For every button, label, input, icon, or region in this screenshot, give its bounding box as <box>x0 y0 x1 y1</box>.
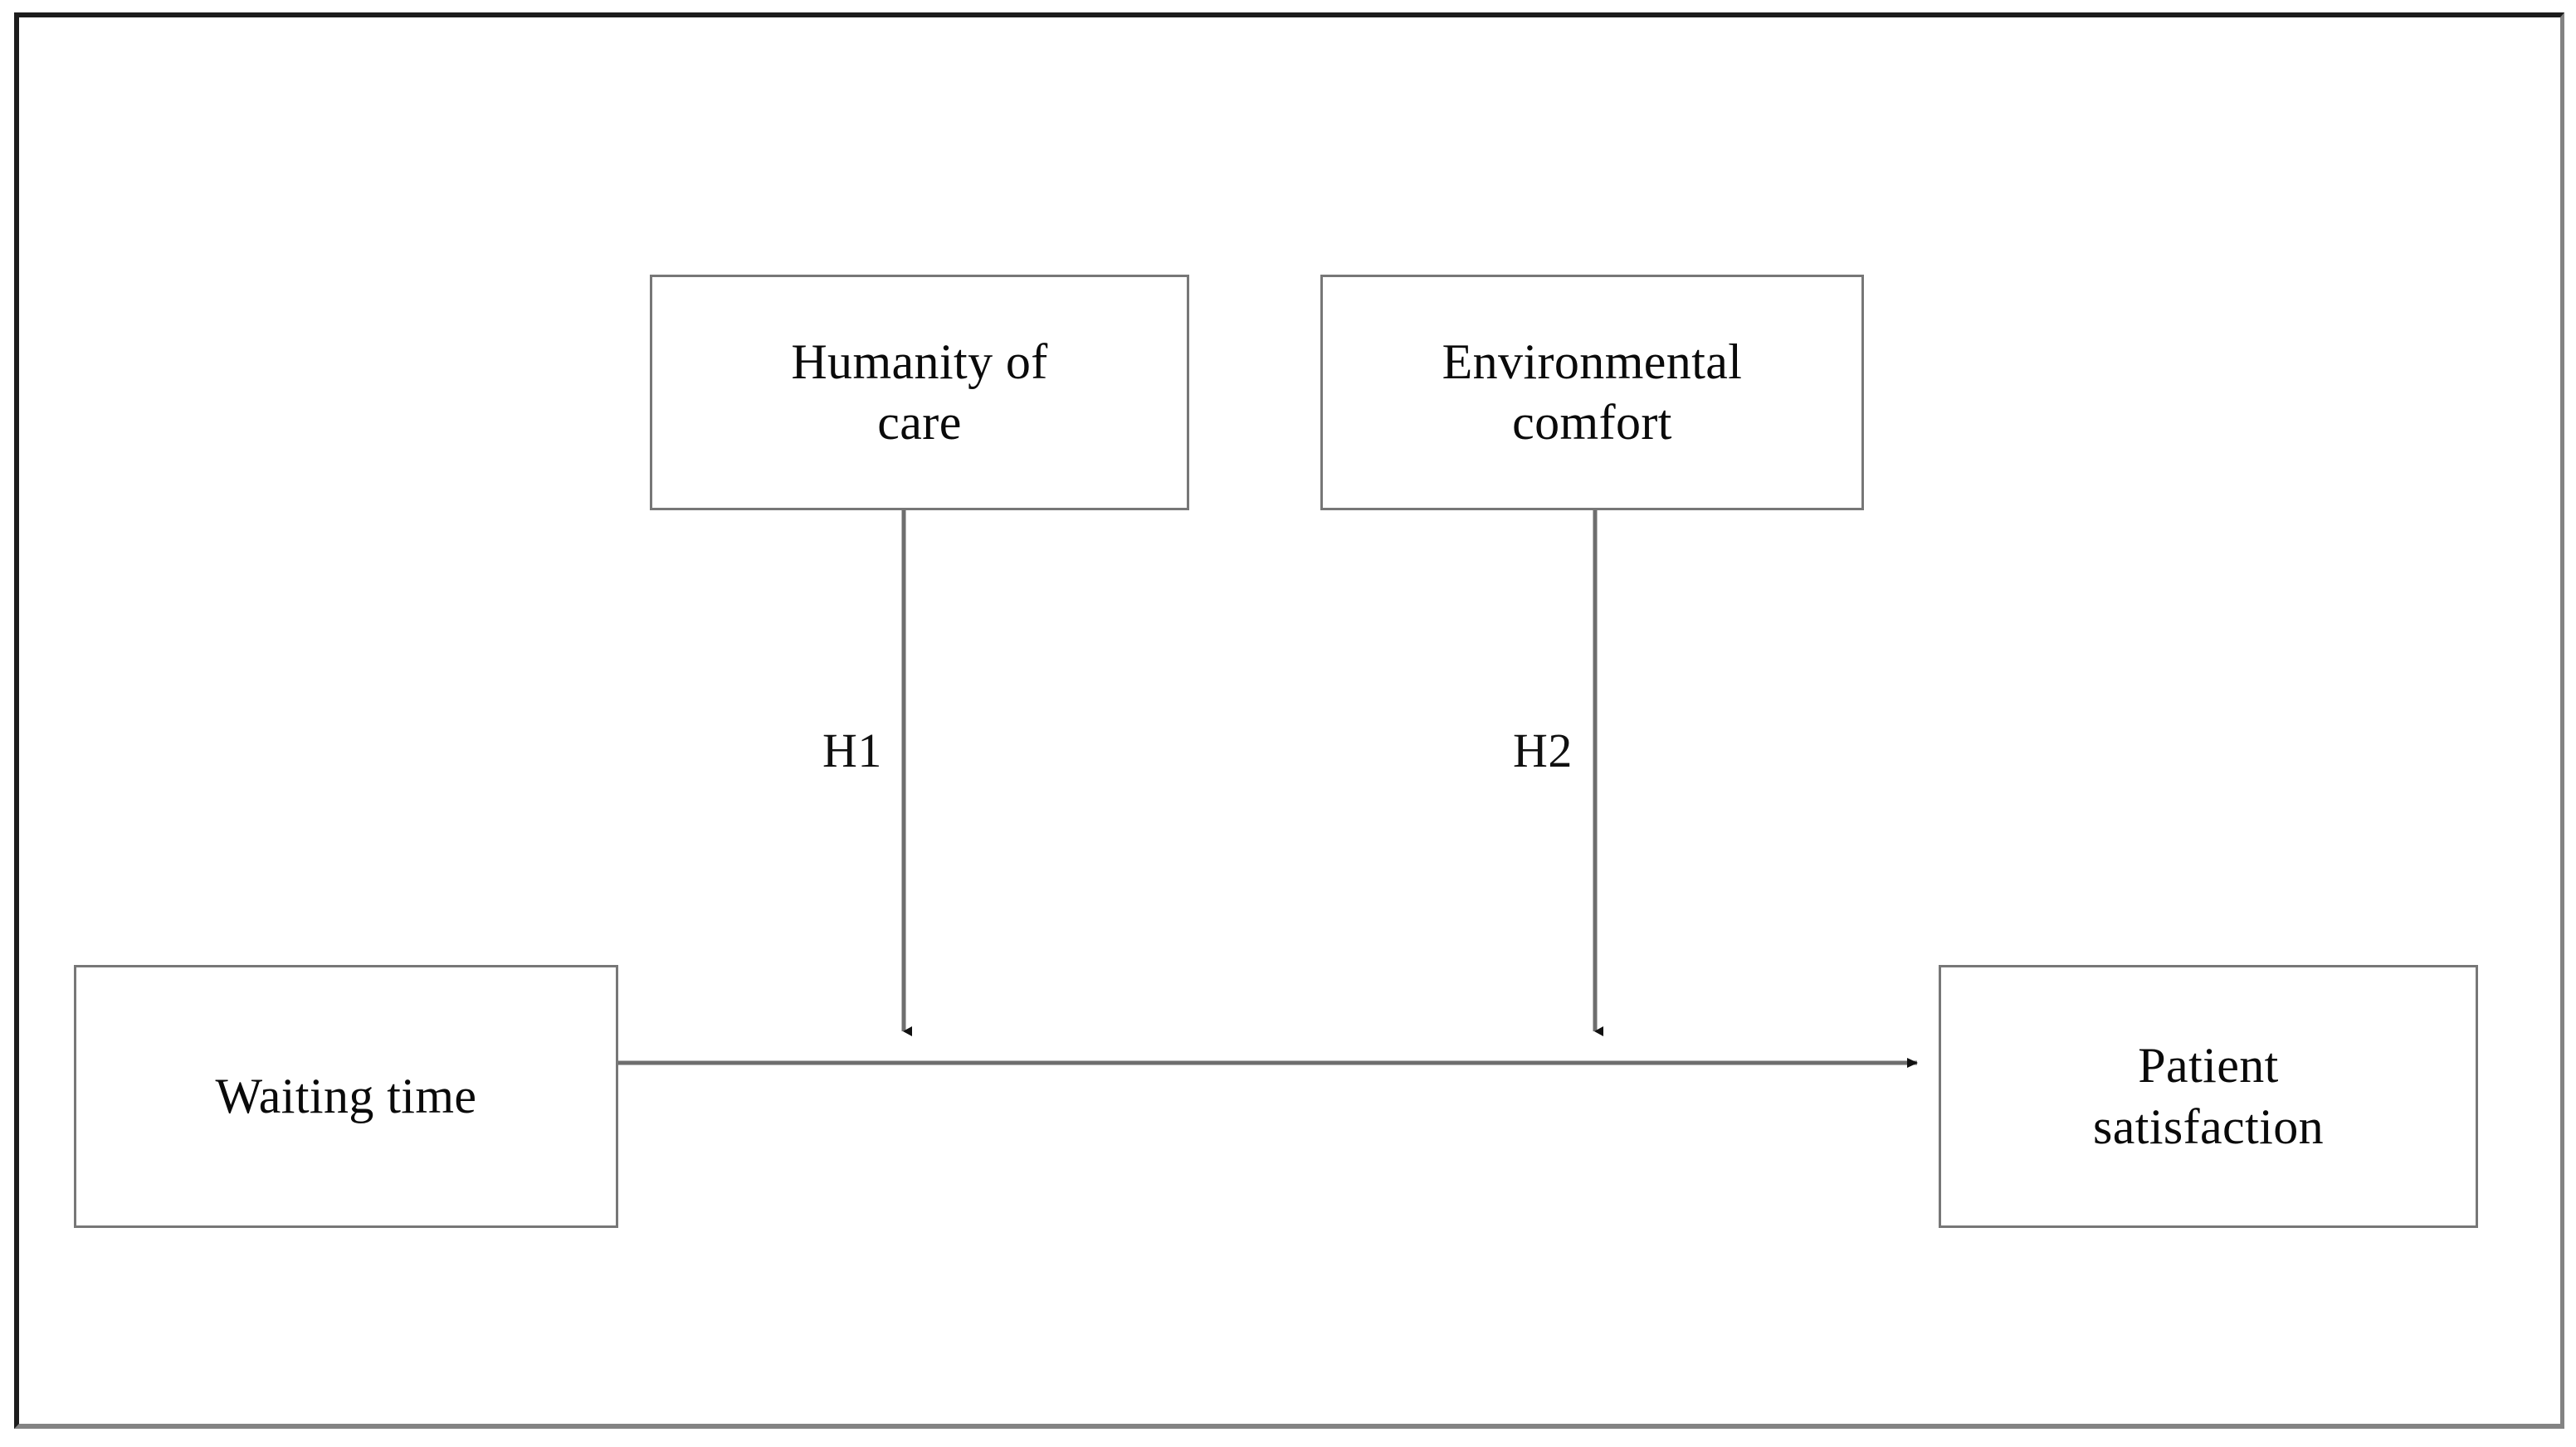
node-waiting-time-label: Waiting time <box>215 1068 477 1123</box>
node-waiting-time[interactable]: Waiting time <box>74 965 618 1228</box>
edge-label-h1: H1 <box>822 724 882 777</box>
edge-label-h2: H2 <box>1513 724 1573 777</box>
